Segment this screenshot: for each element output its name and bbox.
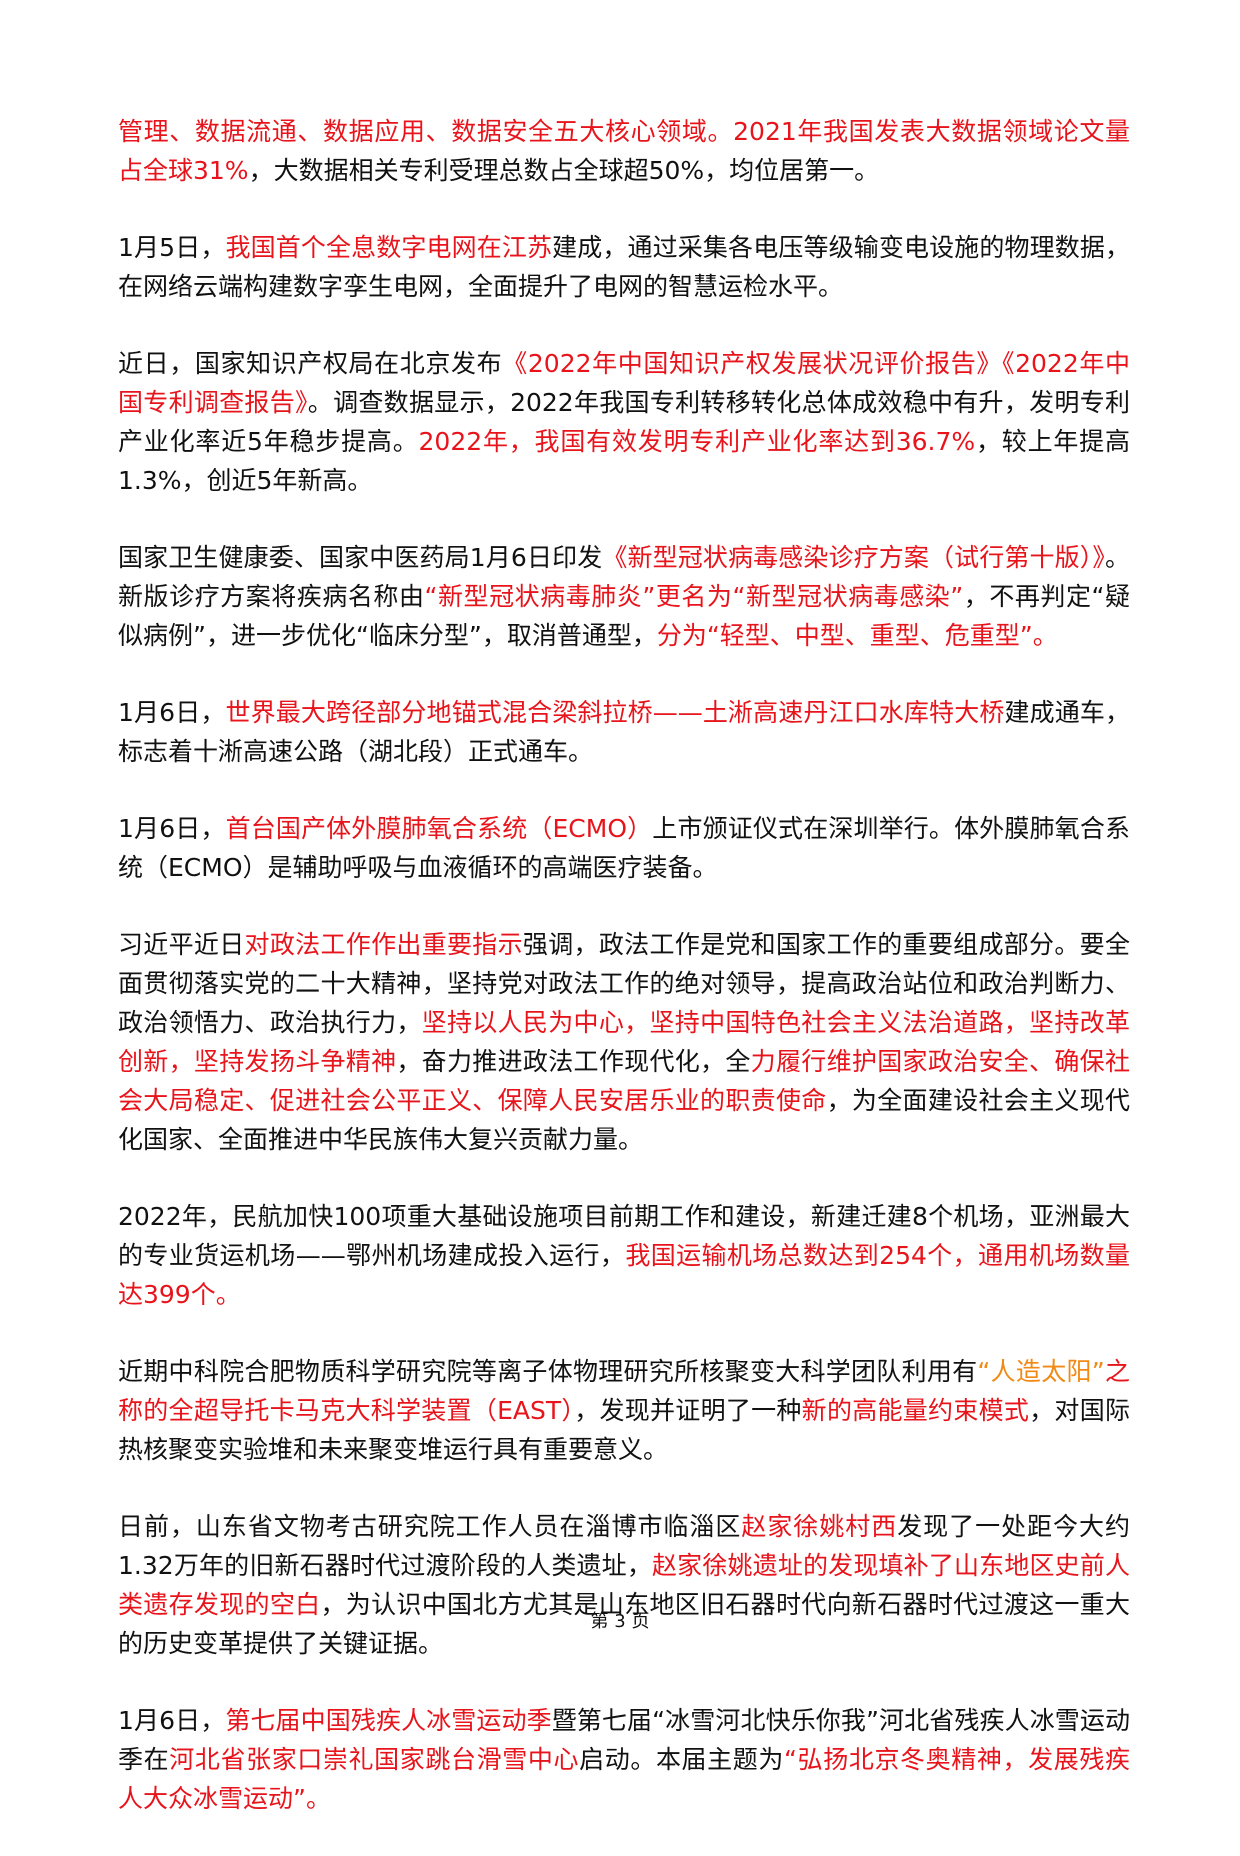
body-text: ，发现并证明了一种 xyxy=(574,1396,802,1425)
body-text: ，对国际热核聚变实验堆和未来聚变堆运行具有重要意义。 xyxy=(118,1396,1130,1464)
page-number: 第 3 页 xyxy=(590,1611,650,1632)
body-text: 国家卫生健康委、国家中医药局1月6日印发 xyxy=(118,543,603,572)
para-airports: 2022年，民航加快100项重大基础设施项目前期工作和建设，新建迁建8个机场，亚… xyxy=(118,1197,1130,1314)
para-east: 近期中科院合肥物质科学研究院等离子体物理研究所核聚变大科学团队利用有“人造太阳”… xyxy=(118,1352,1130,1469)
para-political-law: 习近平近日对政法工作作出重要指示强调，政法工作是党和国家工作的重要组成部分。要全… xyxy=(118,925,1130,1159)
highlight-text: 首台国产体外膜肺氧合系统（ECMO） xyxy=(225,814,653,843)
body-text: 1月6日， xyxy=(118,698,226,727)
highlight-text: 我国首个全息数字电网在江苏 xyxy=(225,233,553,262)
para-ip-report: 近日，国家知识产权局在北京发布《2022年中国知识产权发展状况评价报告》《202… xyxy=(118,344,1130,500)
body-text: 建成通车，标志着十淅高速公路（湖北段）正式通车。 xyxy=(118,698,1130,766)
highlight-text: 2022年，我国有效发明专利产业化率达到36.7% xyxy=(418,427,976,456)
body-text: ，大数据相关专利受理总数占全球超50%，均位居第一。 xyxy=(248,156,880,185)
body-text: ，不再判定“疑似病例”，进一步优化“临床分型”，取消普通型， xyxy=(118,582,1130,650)
para-bridge: 1月6日，世界最大跨径部分地锚式混合梁斜拉桥——土淅高速丹江口水库特大桥建成通车… xyxy=(118,693,1130,771)
body-text: 1月5日， xyxy=(118,233,226,262)
highlight-text: 《2022年中国知识产权发展状况评价报告》《2022年中国专利调查报告》 xyxy=(118,349,1130,417)
highlight-text: 分为“轻型、中型、重型、危重型”。 xyxy=(656,621,1058,650)
body-text: 日前，山东省文物考古研究院工作人员在淄博市临淄区 xyxy=(118,1512,742,1541)
highlight-text: 赵家徐姚村西 xyxy=(741,1512,898,1541)
para-covid-plan: 国家卫生健康委、国家中医药局1月6日印发《新型冠状病毒感染诊疗方案（试行第十版）… xyxy=(118,538,1130,655)
para-ecmo: 1月6日，首台国产体外膜肺氧合系统（ECMO）上市颁证仪式在深圳举行。体外膜肺氧… xyxy=(118,809,1130,887)
highlight-text: 河北省张家口崇礼国家跳台滑雪中心 xyxy=(169,1745,580,1774)
highlight-text: 力履行维护国家政治安全、确保社会大局稳定、促进社会公平正义、保障人民安居乐业的职… xyxy=(118,1047,1130,1115)
body-text: 2022年，民航加快100项重大基础设施项目前期工作和建设，新建迁建8个机场，亚… xyxy=(118,1202,1130,1270)
body-text: 习近平近日 xyxy=(118,930,245,959)
highlight-text: “人造太阳” xyxy=(977,1357,1105,1386)
body-text: 发现了一处距今大约1.32万年的旧新石器时代过渡阶段的人类遗址， xyxy=(118,1512,1130,1580)
document-body: 管理、数据流通、数据应用、数据安全五大核心领域。2021年我国发表大数据领域论文… xyxy=(118,112,1130,1856)
highlight-text: 对政法工作作出重要指示 xyxy=(244,930,523,959)
body-text: 近期中科院合肥物质科学研究院等离子体物理研究所核聚变大科学团队利用有 xyxy=(118,1357,978,1386)
highlight-text: “新型冠状病毒肺炎”更名为“新型冠状病毒感染” xyxy=(424,582,964,611)
highlight-text: 我国运输机场总数达到254个，通用机场数量达399个。 xyxy=(118,1241,1130,1309)
body-text: ，奋力推进政法工作现代化，全 xyxy=(396,1047,751,1076)
highlight-text: 之称的全超导托卡马克大科学装置（EAST） xyxy=(118,1357,1130,1425)
para-archaeology: 日前，山东省文物考古研究院工作人员在淄博市临淄区赵家徐姚村西发现了一处距今大约1… xyxy=(118,1507,1130,1663)
para-digital-grid: 1月5日，我国首个全息数字电网在江苏建成，通过采集各电压等级输变电设施的物理数据… xyxy=(118,228,1130,306)
body-text: ，较上年提高1.3%，创近5年新高。 xyxy=(118,427,1130,495)
body-text: 暨第七届“冰雪河北快乐你我”河北省残疾人冰雪运动季在 xyxy=(118,1706,1131,1774)
body-text: ，为认识中国北方尤其是山东地区旧石器时代向新石器时代过渡这一重大的历史变革提供了… xyxy=(118,1590,1130,1658)
body-text: 1月6日， xyxy=(118,1706,226,1735)
body-text: ，为全面建设社会主义现代化国家、全面推进中华民族伟大复兴贡献力量。 xyxy=(118,1086,1130,1154)
highlight-text: 第七届中国残疾人冰雪运动季 xyxy=(225,1706,552,1735)
highlight-text: 坚持以人民为中心，坚持中国特色社会主义法治道路，坚持改革创新，坚持发扬斗争精神 xyxy=(118,1008,1130,1076)
body-text: 启动。本届主题为 xyxy=(579,1745,785,1774)
body-text: 强调，政法工作是党和国家工作的重要组成部分。要全面贯彻落实党的二十大精神，坚持党… xyxy=(118,930,1130,1037)
para-ice-snow: 1月6日，第七届中国残疾人冰雪运动季暨第七届“冰雪河北快乐你我”河北省残疾人冰雪… xyxy=(118,1701,1130,1818)
para-big-data: 管理、数据流通、数据应用、数据安全五大核心领域。2021年我国发表大数据领域论文… xyxy=(118,112,1130,190)
body-text: 。调查数据显示，2022年我国专利转移转化总体成效稳中有升，发明专利产业化率近5… xyxy=(118,388,1130,456)
highlight-text: 管理、数据流通、数据应用、数据安全五大核心领域。2021年我国发表大数据领域论文… xyxy=(118,117,1130,185)
highlight-text: 世界最大跨径部分地锚式混合梁斜拉桥——土淅高速丹江口水库特大桥 xyxy=(225,698,1005,727)
body-text: 上市颁证仪式在深圳举行。体外膜肺氧合系统（ECMO）是辅助呼吸与血液循环的高端医… xyxy=(118,814,1130,882)
highlight-text: 赵家徐姚遗址的发现填补了山东地区史前人类遗存发现的空白 xyxy=(118,1551,1130,1619)
body-text: 。新版诊疗方案将疾病名称由 xyxy=(118,543,1130,611)
highlight-text: 新的高能量约束模式 xyxy=(801,1396,1030,1425)
body-text: 建成，通过采集各电压等级输变电设施的物理数据，在网络云端构建数字孪生电网，全面提… xyxy=(118,233,1130,301)
body-text: 1月6日， xyxy=(118,814,226,843)
body-text: 近日，国家知识产权局在北京发布 xyxy=(118,349,503,378)
highlight-text: 《新型冠状病毒感染诊疗方案（试行第十版）》 xyxy=(602,543,1105,572)
